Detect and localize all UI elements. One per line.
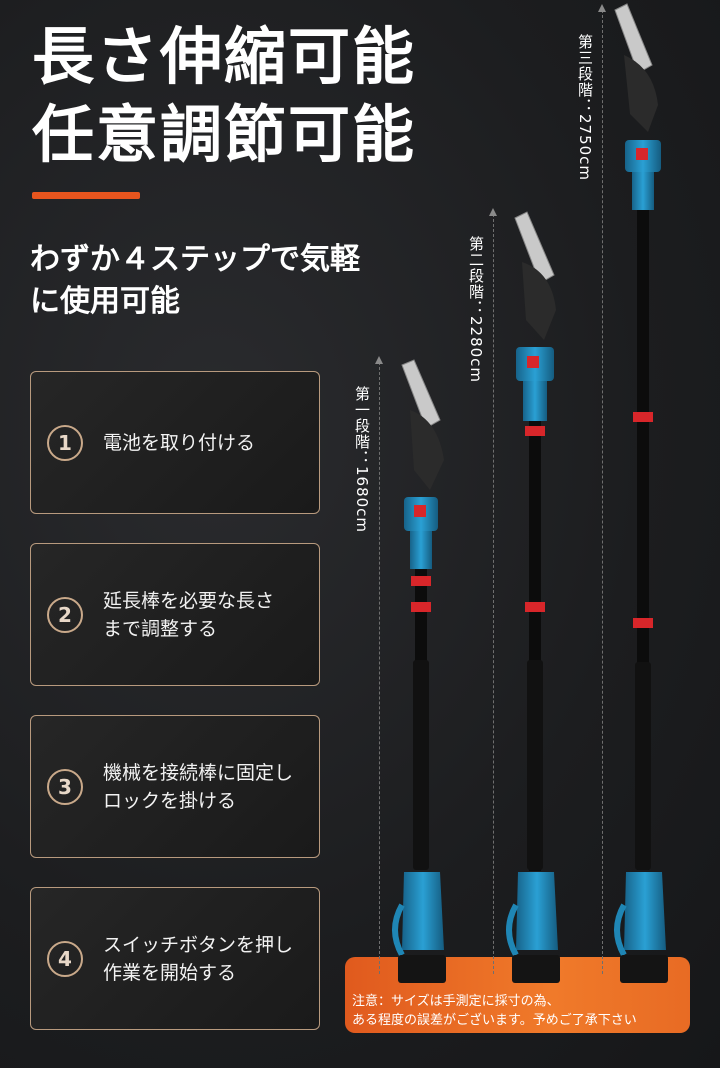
pole-saw-stage-1 — [392, 359, 446, 983]
accent-divider — [32, 192, 140, 199]
stage-1-guide-line — [379, 362, 380, 974]
step-text: 電池を取り付ける — [103, 429, 255, 457]
step-text-line: まで調整する — [103, 617, 218, 640]
pole-saw-stage-3 — [614, 3, 668, 983]
headline-line-1: 長さ伸縮可能 — [32, 20, 417, 93]
stage-1-label: 第一段階：1680cm — [353, 386, 371, 534]
step-number-badge: 4 — [47, 940, 83, 977]
note-line-1: 注意：サイズは手測定に採寸の為、 — [352, 994, 560, 1009]
subtitle-line-1: わずか４ステップで気軽 — [30, 242, 360, 277]
step-text-line: 電池を取り付ける — [103, 431, 256, 454]
arrow-up-icon — [598, 4, 606, 12]
stage-2-label: 第二段階：2280cm — [467, 236, 485, 384]
step-card-1: 1 電池を取り付ける — [30, 371, 320, 514]
subtitle-line-2: に使用可能 — [30, 284, 180, 319]
note-line-2: ある程度の誤差がございます。予めご了承下さい — [352, 1013, 637, 1028]
step-text-line: 作業を開始する — [103, 961, 237, 984]
step-text: 機械を接続棒に固定し ロックを掛ける — [103, 759, 293, 815]
step-text-line: 機械を接続棒に固定し — [103, 761, 294, 784]
step-card-3: 3 機械を接続棒に固定し ロックを掛ける — [30, 715, 320, 858]
step-number-badge: 1 — [47, 424, 83, 461]
step-text-line: ロックを掛ける — [103, 789, 237, 812]
step-number-badge: 2 — [47, 596, 83, 633]
step-number-badge: 3 — [47, 768, 83, 805]
step-card-4: 4 スイッチボタンを押し 作業を開始する — [30, 887, 320, 1030]
step-text-line: スイッチボタンを押し — [103, 933, 294, 956]
step-card-2: 2 延長棒を必要な長さ まで調整する — [30, 543, 320, 686]
headline-line-2: 任意調節可能 — [32, 98, 417, 171]
pole-saw-stage-2 — [506, 211, 560, 983]
stage-3-label: 第三段階：2750cm — [576, 34, 594, 182]
stage-2-guide-line — [493, 214, 494, 974]
step-text: スイッチボタンを押し 作業を開始する — [103, 931, 293, 987]
step-text-line: 延長棒を必要な長さ — [103, 589, 275, 612]
arrow-up-icon — [489, 208, 497, 216]
arrow-up-icon — [375, 356, 383, 364]
step-text: 延長棒を必要な長さ まで調整する — [103, 587, 274, 643]
stage-3-guide-line — [602, 10, 603, 974]
